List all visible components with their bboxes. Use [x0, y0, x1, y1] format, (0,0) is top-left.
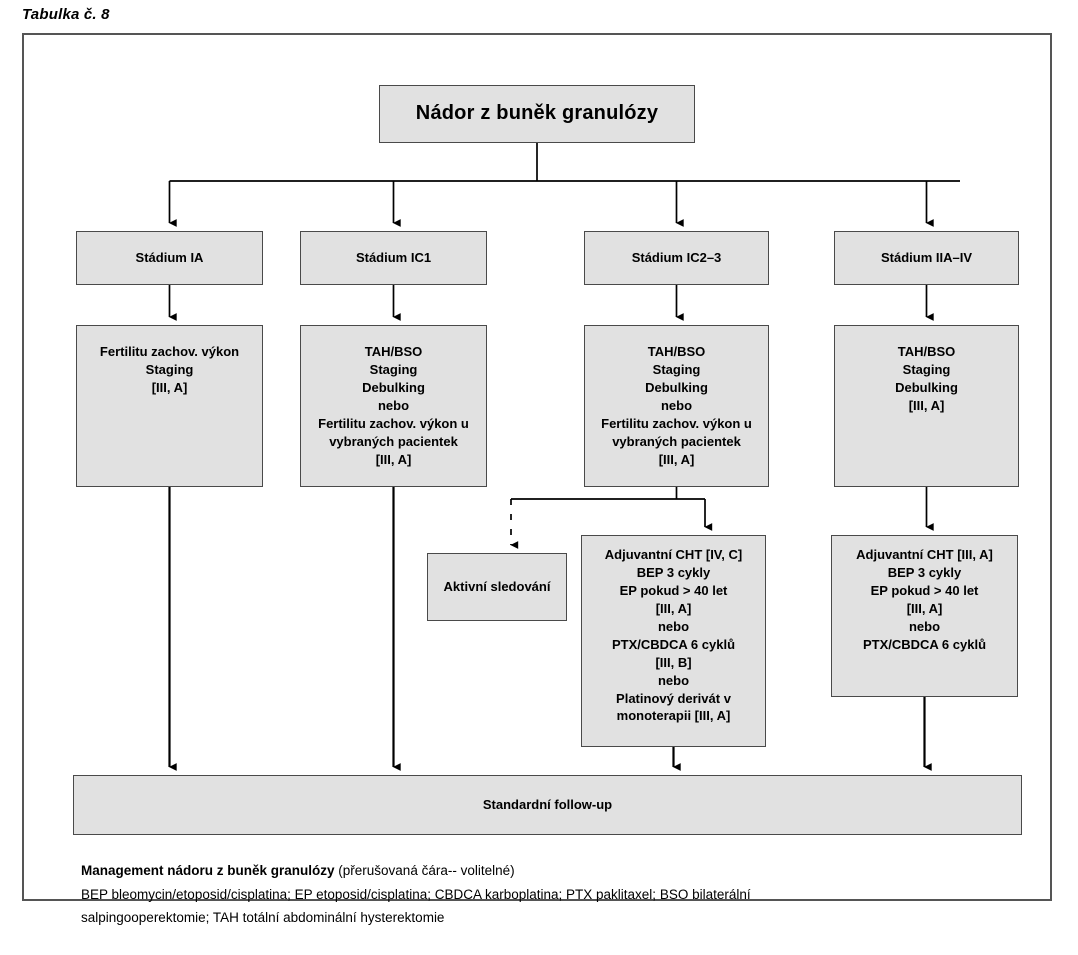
observation-node: Aktivní sledování — [427, 553, 567, 621]
followup-label: Standardní follow-up — [482, 797, 613, 813]
stage-node-ic23: Stádium IC2–3 — [584, 231, 769, 285]
text-line: [III, A] — [151, 379, 188, 395]
text-line: TAH/BSO — [364, 344, 423, 359]
text-line: nebo — [908, 618, 941, 634]
text-line: Platinový derivát v — [616, 690, 731, 706]
footnote-line-1: Management nádoru z buněk granulózy (pře… — [81, 859, 1041, 883]
text-line: [III, A] — [375, 451, 412, 467]
text-line: Adjuvantní CHT [III, A] — [856, 547, 993, 562]
root-node: Nádor z buněk granulózy — [379, 85, 695, 143]
text-line: Debulking — [645, 379, 708, 395]
text-line: PTX/CBDCA 6 cyklů — [611, 636, 736, 652]
text-line: [III, B] — [655, 654, 692, 670]
text-line: vybraných pacientek — [612, 433, 741, 449]
text-line: Fertilitu zachov. výkon u — [318, 415, 469, 431]
text-line: Staging — [902, 361, 951, 377]
observation-label: Aktivní sledování — [443, 579, 551, 595]
text-line: Adjuvantní CHT [IV, C] — [604, 547, 743, 562]
footnote-title: Management nádoru z buněk granulózy — [81, 863, 335, 878]
footnote-title-rest: (přerušovaná čára-- volitelné) — [334, 863, 515, 878]
text-line: [III, A] — [908, 397, 945, 413]
stage-label-iiaiv: Stádium IIA–IV — [880, 250, 973, 266]
text-line: nebo — [377, 397, 410, 413]
stage-node-iiaiv: Stádium IIA–IV — [834, 231, 1019, 285]
text-line: BEP 3 cykly — [887, 564, 962, 580]
text-line: PTX/CBDCA 6 cyklů — [862, 636, 987, 652]
text-line: Debulking — [895, 379, 958, 395]
stage-label-ic1: Stádium IC1 — [355, 250, 432, 266]
stage-label-ic23: Stádium IC2–3 — [631, 250, 722, 266]
text-line: [III, A] — [655, 600, 692, 616]
footnote-line-3: salpingooperektomie; TAH totální abdomin… — [81, 910, 445, 926]
text-line: nebo — [657, 618, 690, 634]
text-line: EP pokud > 40 let — [619, 582, 728, 598]
text-line: monoterapii [III, A] — [616, 708, 731, 724]
stage-node-ia: Stádium IA — [76, 231, 263, 285]
page-title: Tabulka č. 8 — [22, 6, 110, 23]
stage-node-ic1: Stádium IC1 — [300, 231, 487, 285]
text-line: vybraných pacientek — [329, 433, 458, 449]
text-line: TAH/BSO — [897, 344, 956, 359]
text-line: Fertilitu zachov. výkon u — [601, 415, 752, 431]
footnote: Management nádoru z buněk granulózy (pře… — [81, 859, 1041, 930]
text-line: [III, A] — [906, 600, 943, 616]
text-line: EP pokud > 40 let — [870, 582, 979, 598]
text-line: Staging — [145, 361, 194, 377]
text-line: Fertilitu zachov. výkon — [99, 344, 240, 359]
diagram-frame: Nádor z buněk granulózy Stádium IA Stádi… — [22, 33, 1052, 925]
root-label: Nádor z buněk granulózy — [415, 102, 659, 125]
chemo-node-iiaiv: Adjuvantní CHT [III, A] BEP 3 cykly EP pok… — [831, 535, 1018, 697]
text-line: nebo — [660, 397, 693, 413]
stage-label-ia: Stádium IA — [135, 250, 204, 266]
footnote-line-2: BEP bleomycin/etoposid/cisplatina; EP et… — [81, 886, 751, 902]
chemo-node-ic23: Adjuvantní CHT [IV, C] BEP 3 cykly EP poku… — [581, 535, 766, 747]
text-line: Staging — [652, 361, 701, 377]
text-line: BEP 3 cykly — [636, 564, 711, 580]
text-line: nebo — [657, 672, 690, 688]
followup-node: Standardní follow-up — [73, 775, 1022, 835]
text-line: TAH/BSO — [647, 344, 706, 359]
text-line: Debulking — [362, 379, 425, 395]
text-line: Staging — [369, 361, 418, 377]
text-line: [III, A] — [658, 451, 695, 467]
